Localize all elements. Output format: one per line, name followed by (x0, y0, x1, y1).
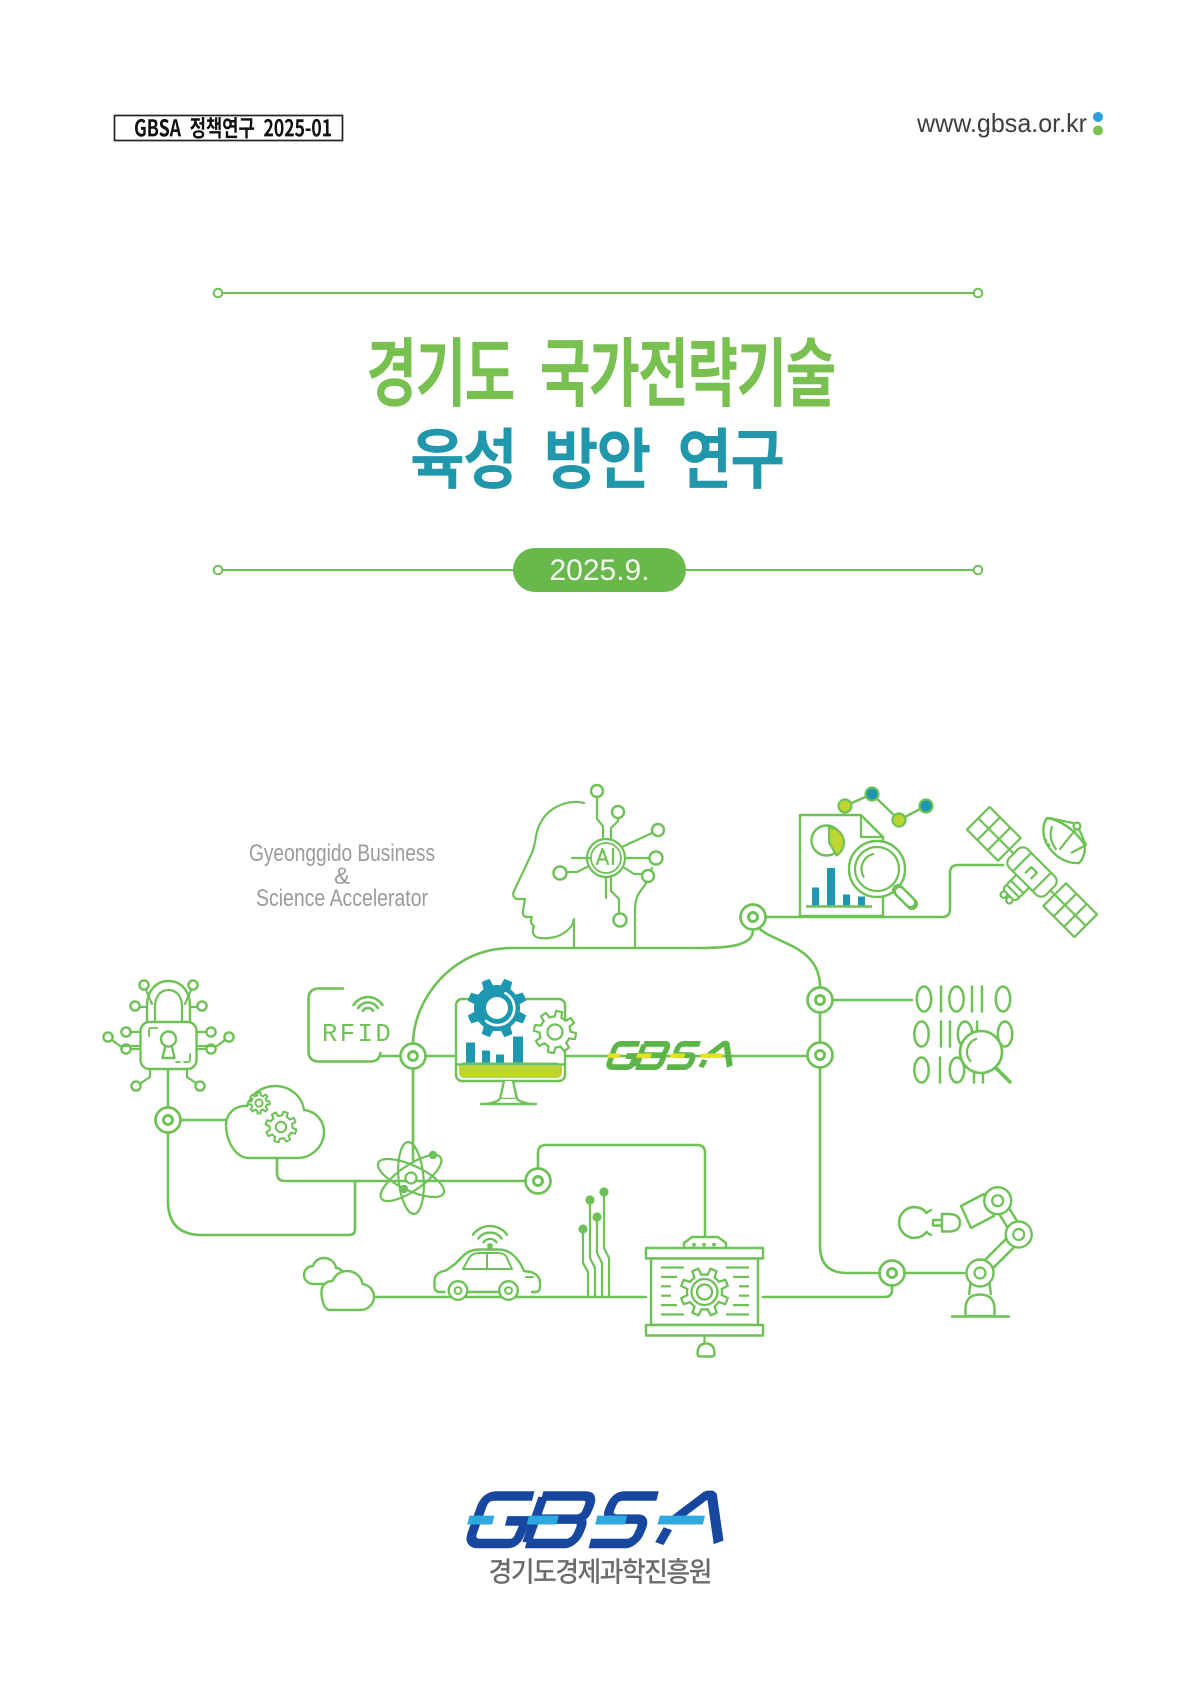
svg-text:&: & (334, 863, 350, 890)
svg-text:RFID: RFID (322, 1020, 393, 1049)
svg-text:Gyeonggido Business: Gyeonggido Business (249, 840, 435, 867)
svg-text:www.gbsa.or.kr: www.gbsa.or.kr (916, 108, 1087, 138)
svg-text:Science Accelerator: Science Accelerator (256, 885, 428, 912)
svg-text:2025.9.: 2025.9. (549, 554, 649, 587)
